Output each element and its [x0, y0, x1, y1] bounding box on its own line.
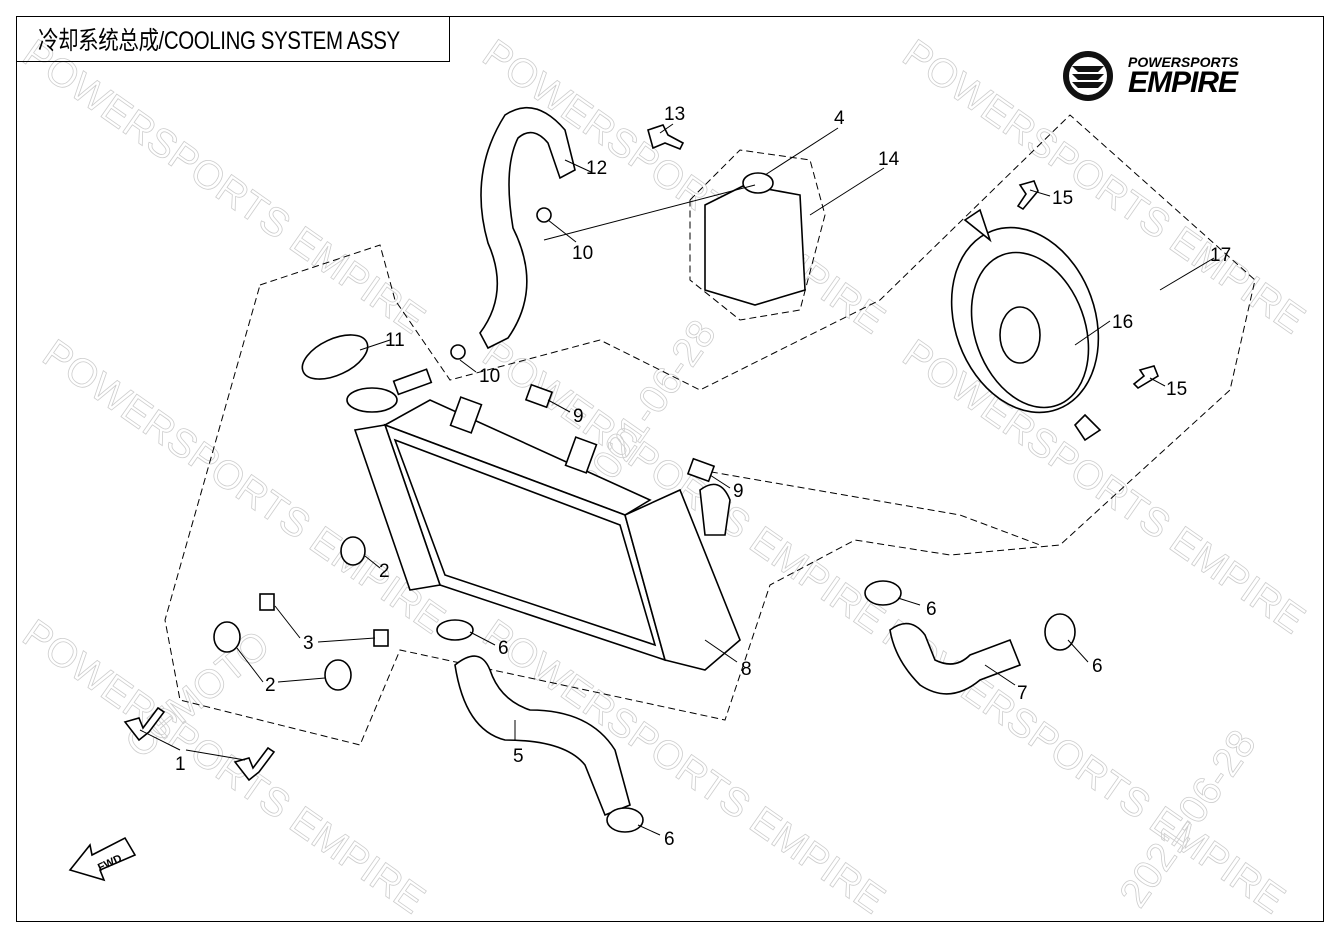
hose-clamp-6a — [864, 580, 902, 606]
callout-11: 11 — [385, 330, 405, 351]
hose-clamp-6d — [606, 807, 644, 833]
hose-12 — [479, 106, 576, 350]
bolt-1a — [123, 706, 166, 742]
fan-bracket-boundary — [699, 469, 1041, 546]
callout-6: 6 — [498, 638, 509, 659]
callout-2: 2 — [379, 561, 390, 582]
radiator-cap — [301, 334, 433, 413]
logo-line1: POWERSPORTS — [1128, 54, 1239, 70]
callout-10: 10 — [572, 243, 593, 264]
callout-3: 3 — [303, 633, 314, 654]
callout-17: 17 — [1210, 245, 1231, 266]
radiator-assembly-boundary — [164, 114, 1256, 746]
reservoir-boundary — [689, 149, 826, 321]
coolant-reservoir — [704, 172, 806, 306]
callout-6: 6 — [926, 599, 937, 620]
drawing-frame — [16, 16, 1324, 922]
callout-7: 7 — [1017, 683, 1028, 704]
callout-5: 5 — [513, 746, 524, 767]
collar-3a — [259, 593, 275, 611]
callout-6: 6 — [664, 829, 675, 850]
grommet-2a — [340, 536, 366, 566]
bolt-15-bottom — [1132, 365, 1159, 390]
clamp-10-bottom — [450, 344, 466, 360]
callout-15: 15 — [1052, 188, 1073, 209]
callout-15: 15 — [1166, 379, 1187, 400]
callout-14: 14 — [878, 149, 900, 170]
clip-9-bottom — [686, 457, 716, 483]
logo-line2: EMPIRE — [1128, 66, 1238, 99]
callout-labels: 13 4 14 12 10 15 17 16 11 10 15 9 9 2 6 … — [175, 104, 1231, 850]
title-box: 冷却系统总成/COOLING SYSTEM ASSY — [16, 16, 450, 62]
callout-16: 16 — [1112, 312, 1133, 333]
page-title: 冷却系统总成/COOLING SYSTEM ASSY — [38, 26, 400, 55]
callout-9: 9 — [573, 406, 584, 427]
hose-clamp-6b — [436, 619, 474, 641]
callout-8: 8 — [741, 659, 752, 680]
cooling-fan — [950, 208, 1102, 442]
callout-1: 1 — [175, 754, 186, 775]
bolt-15-top — [1016, 180, 1039, 211]
empire-shield-icon — [1063, 51, 1113, 101]
hose-5 — [454, 655, 631, 817]
callout-13: 13 — [664, 104, 685, 125]
hose-7 — [889, 622, 1022, 695]
callout-6: 6 — [1092, 656, 1103, 677]
callout-4: 4 — [834, 108, 845, 129]
clamp-10-top — [536, 207, 552, 223]
callout-9: 9 — [733, 481, 744, 502]
hose-clamp-6c — [1044, 613, 1076, 651]
clip-9-top — [524, 383, 554, 409]
grommet-2c — [324, 659, 352, 691]
brand-logo: POWERSPORTS EMPIRE — [1058, 50, 1238, 102]
radiator — [353, 396, 741, 671]
callout-2: 2 — [265, 675, 276, 696]
bolt-1b — [233, 746, 276, 782]
bolt-13 — [647, 124, 685, 151]
leader-lines — [139, 123, 1215, 836]
grommet-2b — [213, 621, 241, 653]
callout-12: 12 — [586, 158, 607, 179]
callout-10: 10 — [479, 366, 500, 387]
